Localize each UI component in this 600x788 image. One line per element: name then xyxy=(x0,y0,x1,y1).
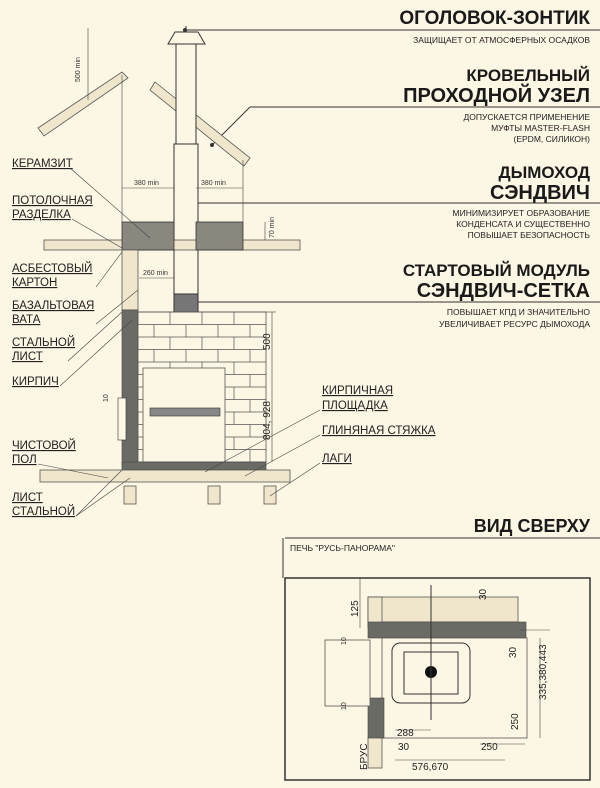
stove-model-label: ПЕЧЬ "РУСЬ-ПАНОРАМА" xyxy=(290,543,395,553)
section-title: СЭНДВИЧ xyxy=(490,182,590,204)
label: СТАЛЬНОЙ xyxy=(12,336,75,349)
label: КИРПИЧ xyxy=(12,376,59,388)
label: КИРПИЧНАЯ xyxy=(322,385,393,397)
label: ПОТОЛОЧНАЯ xyxy=(12,195,93,207)
wall xyxy=(117,249,267,471)
roof xyxy=(37,71,251,222)
label: 30 xyxy=(478,588,489,600)
label: ЛИСТ xyxy=(12,492,43,504)
sandwich-pipe xyxy=(173,143,199,295)
chimney-cap xyxy=(167,31,206,45)
joist xyxy=(207,485,221,505)
label: ВАТА xyxy=(12,314,41,326)
label: 10 xyxy=(341,702,348,710)
section-desc: УВЕЛИЧИВАЕТ РЕСУРС ДЫМОХОДА xyxy=(439,319,590,329)
dim-label: 260 min xyxy=(143,270,168,277)
label: ЛАГИ xyxy=(322,453,352,465)
roof-left xyxy=(37,71,129,137)
dim-label: 70 min xyxy=(269,217,276,238)
section-title: СТАРТОВЫЙ МОДУЛЬ xyxy=(403,261,590,280)
stove-door xyxy=(117,397,127,441)
label: 125 xyxy=(350,600,361,617)
top-brick-row xyxy=(367,621,527,639)
section-title: КРОВЕЛЬНЫЙ xyxy=(466,66,590,85)
section-title: ПРОХОДНОЙ УЗЕЛ xyxy=(403,83,590,107)
dim-label: 804, 928 xyxy=(262,401,273,440)
section-title: ДЫМОХОД xyxy=(499,163,591,182)
section-starter-module: СТАРТОВЫЙ МОДУЛЬ СЭНДВИЧ-СЕТКА ПОВЫШАЕТ … xyxy=(183,261,600,329)
label: 30 xyxy=(508,646,519,658)
label: ЛИСТ xyxy=(12,351,43,363)
section-desc: ЗАЩИЩАЕТ ОТ АТМОСФЕРНЫХ ОСАДКОВ xyxy=(413,35,590,45)
top-view-frame xyxy=(284,577,591,781)
steel-sheet-brick-column xyxy=(121,309,139,466)
ceiling xyxy=(43,221,301,251)
label: 250 xyxy=(510,713,521,730)
dim-label: 500 min xyxy=(75,57,82,82)
dim-label: 380 min xyxy=(134,180,159,187)
label: РАЗДЕЛКА xyxy=(12,209,71,221)
section-title: ОГОЛОВОК-ЗОНТИК xyxy=(399,8,590,29)
middle-labels: КИРПИЧНАЯ ПЛОЩАДКА ГЛИНЯНАЯ СТЯЖКА ЛАГИ xyxy=(204,385,436,497)
brick-platform xyxy=(121,461,267,471)
label: 10 xyxy=(341,637,348,645)
top-wood xyxy=(367,596,519,623)
section-desc: ПОВЫШАЕТ КПД И ЗНАЧИТЕЛЬНО xyxy=(447,307,590,317)
section-roof-passage: КРОВЕЛЬНЫЙ ПРОХОДНОЙ УЗЕЛ ДОПУСКАЕТСЯ ПР… xyxy=(210,66,600,147)
top-view-title: ВИД СВЕРХУ xyxy=(474,516,591,536)
label: ГЛИНЯНАЯ СТЯЖКА xyxy=(322,425,436,437)
keramzit-left xyxy=(121,221,175,251)
label: ПОЛ xyxy=(12,454,37,466)
label: 335,380,443 xyxy=(538,644,549,700)
section-head-cap: ОГОЛОВОК-ЗОНТИК ЗАЩИЩАЕТ ОТ АТМОСФЕРНЫХ … xyxy=(183,8,600,45)
heater-front xyxy=(324,639,371,707)
label: 30 xyxy=(398,742,410,753)
dim-label: 380 min xyxy=(201,180,226,187)
label: АСБЕСТОВЫЙ xyxy=(12,262,92,275)
joist xyxy=(263,485,277,505)
label: БАЗАЛЬТОВАЯ xyxy=(12,300,94,312)
label: ЧИСТОВОЙ xyxy=(12,439,76,452)
floor xyxy=(39,469,291,505)
label: КЕРАМЗИТ xyxy=(12,158,73,170)
clean-floor xyxy=(39,469,291,483)
top-view: ВИД СВЕРХУ ПЕЧЬ "РУСЬ-ПАНОРАМА" 125 30 3… xyxy=(282,516,600,781)
roof-right xyxy=(149,81,251,167)
label: 576,670 xyxy=(412,762,449,773)
dim-label: 10 xyxy=(103,394,110,402)
label: 288 xyxy=(397,728,414,739)
section-desc: МИНИМИЗИРУЕТ ОБРАЗОВАНИЕ xyxy=(453,208,591,218)
label: СТАЛЬНОЙ xyxy=(12,505,75,518)
stove-grate xyxy=(149,407,221,417)
label: ПЛОЩАДКА xyxy=(322,400,388,412)
label: 250 xyxy=(481,742,498,753)
brus-label: БРУС xyxy=(359,743,370,770)
joist xyxy=(123,485,137,505)
section-desc: КОНДЕНСАТА И СУЩЕСТВЕННО xyxy=(456,219,590,229)
section-desc: ДОПУСКАЕТСЯ ПРИМЕНЕНИЕ xyxy=(464,112,591,122)
keramzit-right xyxy=(195,221,244,251)
dimensions: 500 min 380 min 380 min 70 min 260 min 5… xyxy=(75,28,276,462)
dim-label: 500 xyxy=(262,333,273,350)
section-desc: МУФТЫ MASTER-FLASH xyxy=(491,123,590,133)
section-desc: ПОВЫШАЕТ БЕЗОПАСНОСТЬ xyxy=(468,230,591,240)
section-sandwich-chimney: ДЫМОХОД СЭНДВИЧ МИНИМИЗИРУЕТ ОБРАЗОВАНИЕ… xyxy=(183,163,600,240)
label: КАРТОН xyxy=(12,277,57,289)
left-labels: КЕРАМЗИТ ПОТОЛОЧНАЯ РАЗДЕЛКА АСБЕСТОВЫЙ … xyxy=(12,158,151,518)
section-title: СЭНДВИЧ-СЕТКА xyxy=(417,280,590,302)
section-desc: (EPDM, СИЛИКОН) xyxy=(514,134,591,144)
